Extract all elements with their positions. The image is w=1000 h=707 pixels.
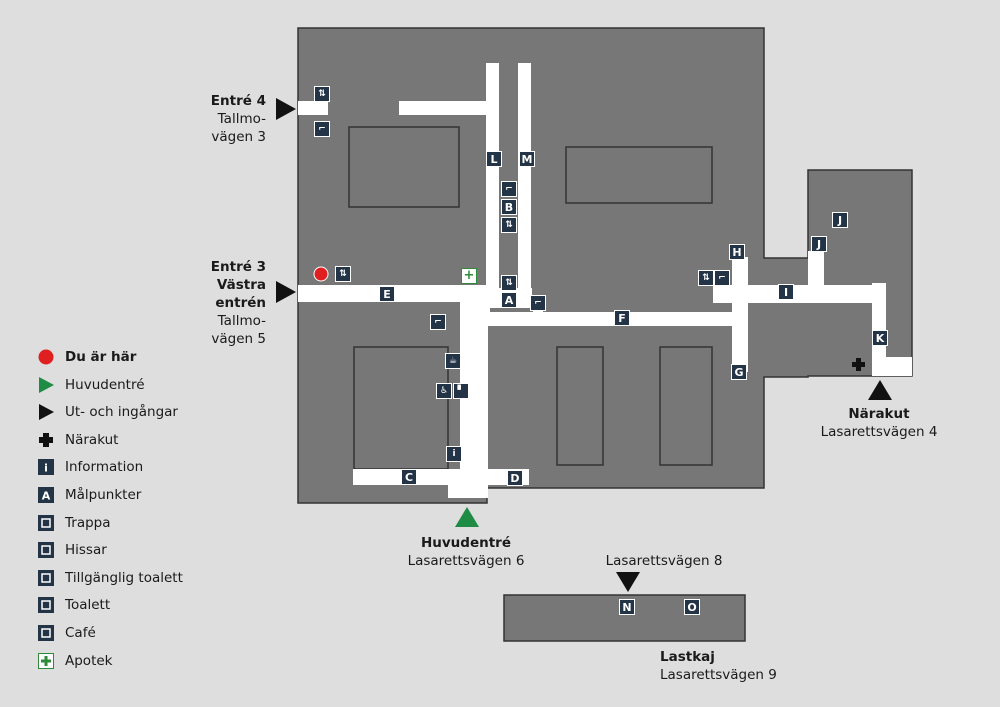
block-ne — [565, 146, 713, 204]
point-j-1: J — [811, 236, 827, 252]
legend-item: Hissar — [38, 540, 238, 560]
pharmacy-icon: + — [461, 268, 477, 284]
legend-item: Huvudentré — [38, 375, 238, 395]
elevator-icon: ⇅ — [501, 217, 517, 233]
point-e: E — [379, 286, 395, 302]
elevator-icon: ⇅ — [698, 270, 714, 286]
block-sw — [353, 346, 449, 470]
legend-item: Tillgänglig toalett — [38, 568, 238, 588]
stairs-icon: ⌐ — [314, 121, 330, 137]
huvudentre-label: Huvudentré Lasarettsvägen 6 — [407, 535, 525, 569]
point-d: D — [507, 470, 523, 486]
block-s2 — [659, 346, 713, 466]
black-triangle-icon — [38, 404, 54, 421]
point-c: C — [401, 469, 417, 485]
you-are-here-icon — [313, 266, 329, 282]
point-g: G — [731, 364, 747, 380]
point-m: M — [519, 151, 535, 167]
lasarett8-label: Lasarettsvägen 8 — [605, 553, 723, 569]
emergency-cross-icon — [852, 358, 865, 371]
point-n: N — [619, 599, 635, 615]
elevator-icon: ⇅ — [501, 275, 517, 291]
point-i: I — [778, 284, 794, 300]
red-dot-icon — [38, 349, 54, 365]
elevator-icon — [38, 542, 54, 559]
lasarett8-entrance-triangle-icon — [616, 572, 640, 592]
legend-label: Trappa — [65, 514, 111, 531]
cafe-icon: ☕ — [445, 353, 461, 369]
accessible-toilet-icon: ♿ — [436, 383, 452, 399]
toilet-icon — [38, 597, 54, 614]
legend-item: Du är här — [38, 347, 238, 367]
narakut-entrance-triangle-icon — [868, 380, 892, 400]
svg-text:i: i — [44, 462, 48, 475]
legend-label: Information — [65, 459, 144, 476]
stairs-icon: ⌐ — [430, 314, 446, 330]
entrance-3-triangle-icon — [276, 281, 296, 303]
legend-label: Huvudentré — [65, 376, 145, 393]
legend-label: Närakut — [65, 431, 119, 448]
legend-item: Trappa — [38, 513, 238, 533]
entre3-label: Entré 3 Västra entrén Tallmo- vägen 5 — [210, 259, 266, 347]
information-icon: i — [446, 446, 462, 462]
legend-label: Tillgänglig toalett — [65, 569, 183, 586]
corridors — [298, 63, 912, 498]
cross-icon — [38, 432, 54, 448]
block-s1 — [556, 346, 604, 466]
legend-label: Hissar — [65, 542, 107, 559]
point-j-2: J — [832, 212, 848, 228]
toilet-icon: ▘ — [453, 383, 469, 399]
point-k: K — [872, 330, 888, 346]
green-triangle-icon — [38, 376, 54, 393]
stairs-icon: ⌐ — [714, 270, 730, 286]
legend-label: Du är här — [65, 349, 137, 365]
stairs-icon: ⌐ — [530, 295, 546, 311]
entre4-label: Entré 4 Tallmo- vägen 3 — [210, 93, 266, 145]
legend-item: A Målpunkter — [38, 485, 238, 505]
point-f: F — [614, 310, 630, 326]
point-o: O — [684, 599, 700, 615]
stairs-icon: ⌐ — [501, 181, 517, 197]
entrance-4-triangle-icon — [276, 98, 296, 120]
accessible-toilet-icon — [38, 569, 54, 586]
legend-label: Apotek — [65, 652, 113, 669]
legend-item: Café — [38, 623, 238, 643]
main-entrance-triangle-icon — [455, 507, 479, 527]
legend-item: Apotek — [38, 651, 238, 671]
narakut-label: Närakut Lasarettsvägen 4 — [820, 406, 938, 440]
legend-item: Närakut — [38, 430, 238, 450]
point-l: L — [486, 151, 502, 167]
legend-item: Ut- och ingångar — [38, 402, 238, 422]
legend-item: i Information — [38, 457, 238, 477]
pharmacy-icon — [38, 652, 54, 669]
legend-item: Toalett — [38, 595, 238, 615]
legend-label: Café — [65, 625, 96, 641]
legend-label: Toalett — [65, 597, 111, 614]
target-point-icon: A — [38, 487, 54, 503]
point-b: B — [501, 199, 517, 215]
cafe-icon — [38, 625, 54, 641]
svg-text:A: A — [42, 490, 51, 503]
legend-label: Ut- och ingångar — [65, 404, 178, 421]
information-icon: i — [38, 459, 54, 476]
point-a: A — [501, 292, 517, 308]
block-nw — [348, 126, 460, 208]
stairs-icon — [38, 514, 54, 531]
point-h: H — [729, 244, 745, 260]
elevator-icon: ⇅ — [314, 86, 330, 102]
lastkaj-label: Lastkaj Lasarettsvägen 9 — [660, 649, 777, 683]
elevator-icon: ⇅ — [335, 266, 351, 282]
legend-label: Målpunkter — [65, 487, 142, 503]
